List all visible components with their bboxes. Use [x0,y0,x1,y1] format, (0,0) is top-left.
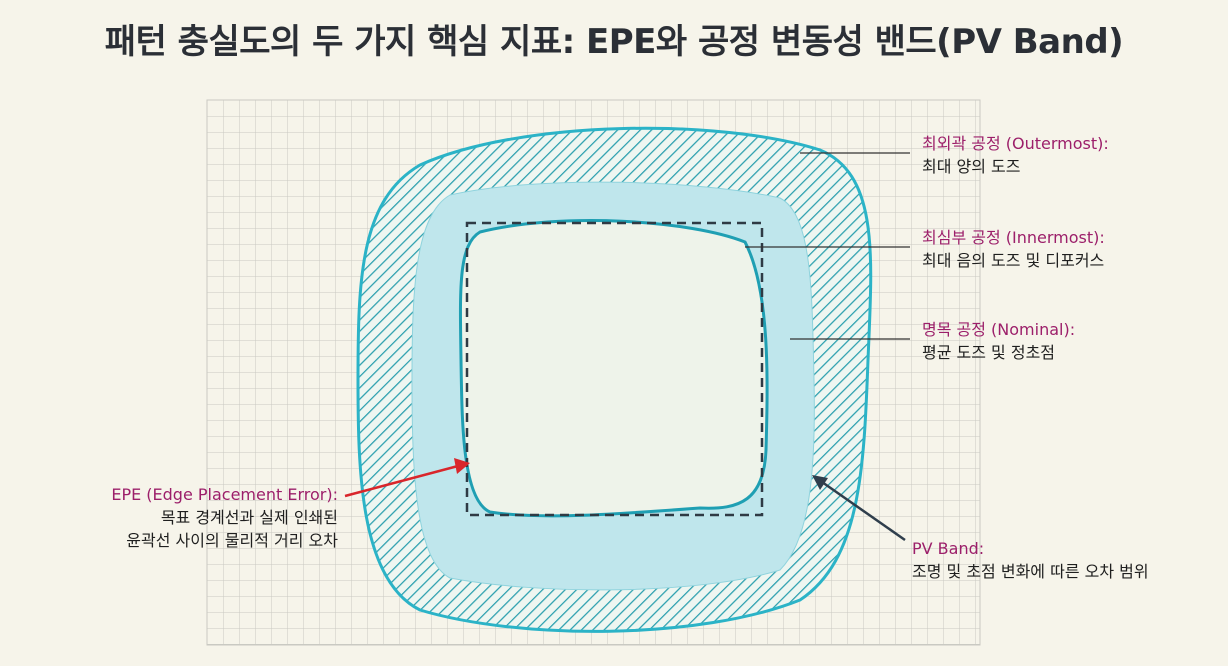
outermost-label: 최외곽 공정 (Outermost): 최대 양의 도즈 [922,132,1109,178]
epe-desc-line1: 목표 경계선과 실제 인쇄된 [160,508,338,527]
outermost-desc: 최대 양의 도즈 [922,157,1021,176]
pv-band-heading: PV Band: [912,539,985,558]
nominal-label: 명목 공정 (Nominal): 평균 도즈 및 정초점 [922,318,1075,364]
page-title: 패턴 충실도의 두 가지 핵심 지표: EPE와 공정 변동성 밴드(PV Ba… [104,22,1124,62]
innermost-heading: 최심부 공정 (Innermost): [922,228,1105,247]
innermost-label: 최심부 공정 (Innermost): 최대 음의 도즈 및 디포커스 [922,226,1105,272]
innermost-contour [458,219,769,518]
pv-band-desc: 조명 및 초점 변화에 따른 오차 범위 [912,562,1149,581]
target-boundary [465,221,764,517]
pv-band-label: PV Band: 조명 및 초점 변화에 따른 오차 범위 [912,537,1149,583]
pv-band-arrow [821,480,906,542]
pv-band-arrowhead [812,475,828,490]
nominal-desc: 평균 도즈 및 정초점 [922,343,1056,362]
epe-arrow [344,464,459,498]
epe-desc-line2: 윤곽선 사이의 물리적 거리 오차 [126,531,338,550]
nominal-heading: 명목 공정 (Nominal): [922,320,1076,339]
innermost-desc: 최대 음의 도즈 및 디포커스 [922,251,1105,270]
outermost-heading: 최외곽 공정 (Outermost): [922,134,1109,153]
epe-heading: EPE (Edge Placement Error): [111,485,338,504]
epe-label: EPE (Edge Placement Error): 목표 경계선과 실제 인… [111,483,338,552]
epe-arrowhead [454,458,470,474]
